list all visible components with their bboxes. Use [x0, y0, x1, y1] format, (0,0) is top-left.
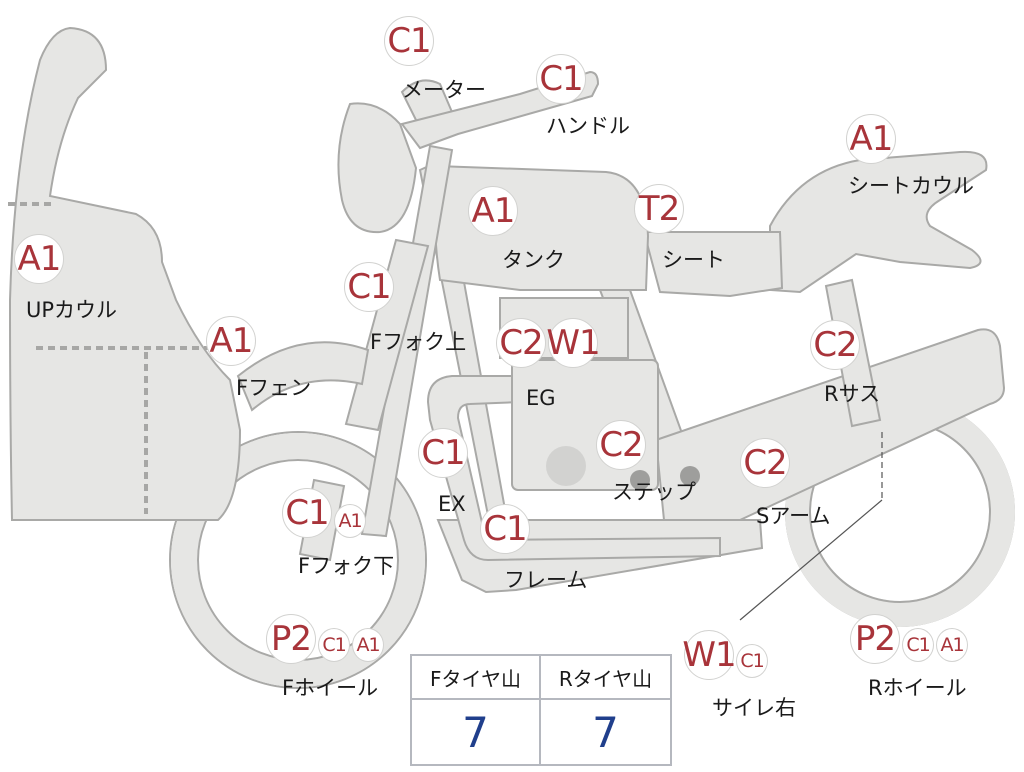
handle-code-badge: C1 [536, 54, 586, 104]
silencer-right-code-badge: C1 [736, 644, 768, 678]
step-code-badge: C2 [596, 420, 646, 470]
seat-shape [642, 231, 784, 298]
exhaust-shape [426, 375, 721, 562]
up-cowl-label: UPカウル [26, 298, 118, 322]
seat-label: シート [662, 248, 725, 272]
engine-code-badge: C2 [496, 318, 546, 368]
seat-cowl-shape [769, 150, 988, 294]
upper-cowl-shape [8, 26, 242, 521]
up-cowl-code-badge: A1 [14, 234, 64, 284]
frame-label: フレーム [504, 568, 588, 592]
seat-cowl-label: シートカウル [848, 174, 974, 198]
step-label: ステップ [612, 480, 696, 504]
front-tire-header: Fタイヤ山 [412, 656, 541, 700]
swing-arm-label: Sアーム [756, 504, 831, 528]
f-wheel-code-badge: A1 [352, 628, 384, 662]
headlight-shape [337, 102, 418, 234]
f-wheel-code-badge: P2 [266, 614, 316, 664]
seat-code-badge: T2 [634, 184, 684, 234]
front-fender-shape [236, 341, 370, 412]
engine-code-badge: W1 [546, 318, 601, 368]
f-fork-lower-label: Fフォク下 [298, 554, 395, 578]
meter-label: メーター [402, 78, 486, 102]
frame-code-badge: C1 [480, 504, 530, 554]
seat-cowl-code-badge: A1 [846, 114, 896, 164]
exhaust-label: EX [438, 492, 466, 516]
tire-tread-table: Fタイヤ山 Rタイヤ山 7 7 [410, 654, 672, 766]
f-wheel-code-badge: C1 [318, 628, 350, 662]
meter-code-badge: C1 [384, 16, 434, 66]
exhaust-code-badge: C1 [418, 428, 468, 478]
f-fork-upper-label: Fフォク上 [370, 330, 467, 354]
r-wheel-code-badge: P2 [850, 614, 900, 664]
engine-label: EG [526, 386, 556, 410]
tank-code-badge: A1 [468, 186, 518, 236]
f-fork-upper-code-badge: C1 [344, 262, 394, 312]
f-fender-label: Fフェン [236, 376, 312, 400]
front-tire-value: 7 [412, 700, 541, 764]
f-fork-lower-code-badge: C1 [282, 488, 332, 538]
f-fork-lower-code-badge: A1 [334, 504, 366, 538]
handle-label: ハンドル [546, 114, 630, 138]
r-suspension-label: Rサス [824, 382, 881, 406]
rear-tire-header: Rタイヤ山 [541, 656, 670, 700]
r-wheel-code-badge: A1 [936, 628, 968, 662]
rear-tire-value: 7 [592, 707, 619, 757]
swing-arm-code-badge: C2 [740, 438, 790, 488]
r-suspension-code-badge: C2 [810, 320, 860, 370]
tank-label: タンク [502, 248, 565, 272]
silencer-right-label: サイレ右 [712, 696, 796, 720]
f-fender-code-badge: A1 [206, 316, 256, 366]
silencer-leader [739, 499, 883, 621]
r-wheel-code-badge: C1 [902, 628, 934, 662]
f-wheel-label: Fホイール [282, 676, 379, 700]
silencer-right-code-badge: W1 [682, 630, 737, 680]
r-wheel-label: Rホイール [868, 676, 967, 700]
